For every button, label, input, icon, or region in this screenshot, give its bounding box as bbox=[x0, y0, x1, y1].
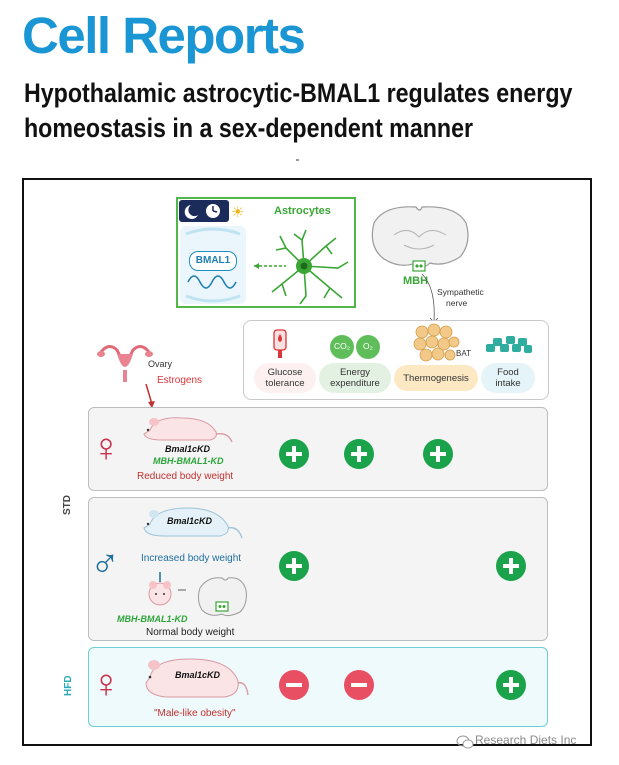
minus-circle-icon bbox=[279, 670, 309, 700]
model-name-mbh: MBH-BMAL1-KD bbox=[153, 456, 224, 466]
glucose-meter-icon bbox=[273, 329, 287, 358]
mouse-injection-brain-icon bbox=[148, 572, 247, 617]
journal-title: Cell Reports bbox=[22, 7, 306, 64]
day-night-bar bbox=[179, 200, 229, 222]
plus-circle-icon bbox=[496, 670, 526, 700]
clock-icon bbox=[184, 204, 220, 219]
estrogen-arrow-icon bbox=[145, 384, 155, 408]
glucose-line-2: tolerance bbox=[265, 378, 305, 389]
sympathetic-line-1: Sympathetic bbox=[437, 287, 484, 297]
co2-label: CO₂ bbox=[333, 341, 351, 351]
small-dot bbox=[296, 159, 299, 161]
watermark: Research Diets Inc bbox=[475, 733, 577, 747]
fat-cells-icon bbox=[413, 323, 460, 362]
food-pellets-icon bbox=[486, 336, 532, 353]
plus-circle-icon bbox=[496, 551, 526, 581]
phenotype-label: Increased body weight bbox=[141, 553, 242, 564]
mouse-icon bbox=[145, 658, 249, 698]
wechat-icon bbox=[456, 735, 474, 749]
estrogens-label: Estrogens bbox=[157, 375, 203, 386]
brain-icon bbox=[371, 206, 469, 272]
food-line-2: intake bbox=[495, 378, 521, 389]
energy-line-1: Energy bbox=[339, 367, 371, 378]
astrocytes-label: Astrocytes bbox=[274, 205, 331, 217]
plus-circle-icon bbox=[344, 439, 374, 469]
energy-line-2: expenditure bbox=[330, 378, 380, 389]
model-name: Bmal1cKD bbox=[167, 516, 213, 526]
mbh-label: MBH bbox=[403, 275, 429, 287]
food-line-1: Food bbox=[497, 367, 519, 378]
phenotype-label-2: Normal body weight bbox=[146, 627, 235, 638]
sympathetic-line-2: nerve bbox=[446, 298, 468, 308]
phenotype-label: Reduced body weight bbox=[137, 471, 234, 482]
female-symbol: ♀ bbox=[91, 426, 121, 470]
paper-title: Hypothalamic astrocytic-BMAL1 regulates … bbox=[24, 76, 573, 146]
paper-title-line-1: Hypothalamic astrocytic-BMAL1 regulates … bbox=[24, 78, 573, 108]
plus-circle-icon bbox=[279, 551, 309, 581]
uterus-icon bbox=[97, 345, 153, 382]
male-symbol: ♂ bbox=[90, 542, 120, 586]
bat-label: BAT bbox=[456, 349, 471, 358]
thermogenesis-label: Thermogenesis bbox=[403, 372, 469, 384]
o2-label: O₂ bbox=[363, 341, 373, 351]
mouse-icon bbox=[143, 507, 243, 539]
sympathetic-nerve-label: Sympathetic nerve bbox=[437, 287, 484, 309]
thermogenesis-pill: Thermogenesis bbox=[394, 365, 478, 391]
plus-circle-icon bbox=[423, 439, 453, 469]
mouse-icon bbox=[143, 417, 233, 443]
ovary-label: Ovary bbox=[148, 359, 173, 369]
minus-circle-icon bbox=[344, 670, 374, 700]
hfd-side-label: HFD bbox=[63, 675, 74, 696]
female-symbol: ♀ bbox=[91, 662, 121, 706]
paper-title-line-2: homeostasis in a sex-dependent manner bbox=[24, 113, 474, 143]
sun-icon: ☀ bbox=[231, 204, 245, 221]
model-name: Bmal1cKD bbox=[175, 670, 221, 680]
phenotype-label: "Male-like obesity" bbox=[154, 708, 236, 719]
astrocyte-icon bbox=[254, 229, 349, 305]
model-name-mbh: MBH-BMAL1-KD bbox=[117, 614, 188, 624]
std-side-label: STD bbox=[62, 495, 73, 515]
rhythm-wave-icon bbox=[185, 227, 241, 303]
glucose-line-1: Glucose bbox=[267, 367, 303, 378]
model-name: Bmal1cKD bbox=[165, 444, 211, 454]
plus-circle-icon bbox=[279, 439, 309, 469]
bmal1-label: BMAL1 bbox=[189, 251, 237, 271]
gas-exchange-icon bbox=[330, 335, 380, 359]
